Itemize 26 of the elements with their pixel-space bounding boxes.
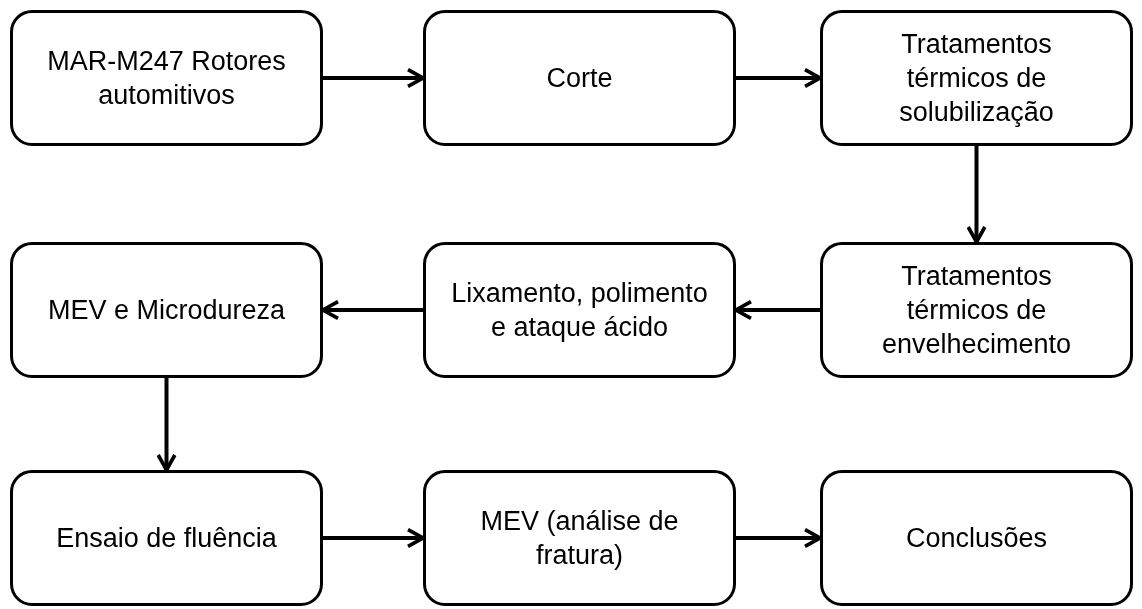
arrow	[736, 67, 822, 89]
process-box	[820, 10, 1133, 146]
arrow	[966, 146, 987, 244]
box-label: Tratamentos térmicos de solubilização	[898, 28, 1055, 129]
arrow	[156, 378, 177, 472]
box-label: Corte	[546, 62, 613, 95]
process-box	[820, 470, 1133, 606]
box-label: Tratamentos térmicos de envelhecimento	[880, 260, 1073, 361]
process-box	[423, 242, 736, 378]
process-box	[10, 10, 323, 146]
box-label: Lixamento, polimento e ataque ácido	[450, 277, 709, 344]
box-label: Conclusões	[905, 522, 1048, 555]
box-label: Ensaio de fluência	[56, 522, 277, 555]
box-label: MEV e Microdureza	[47, 294, 286, 327]
box-label: MAR-M247 Rotores automitivos	[46, 45, 287, 112]
arrow	[323, 67, 425, 89]
process-box	[10, 242, 323, 378]
process-box	[423, 470, 736, 606]
process-box	[423, 10, 736, 146]
arrow	[321, 299, 423, 321]
box-label: MEV (análise de fratura)	[479, 505, 680, 572]
process-box	[820, 242, 1133, 378]
process-box	[10, 470, 323, 606]
arrow	[734, 299, 820, 321]
arrow	[323, 527, 425, 549]
arrow	[736, 527, 822, 549]
